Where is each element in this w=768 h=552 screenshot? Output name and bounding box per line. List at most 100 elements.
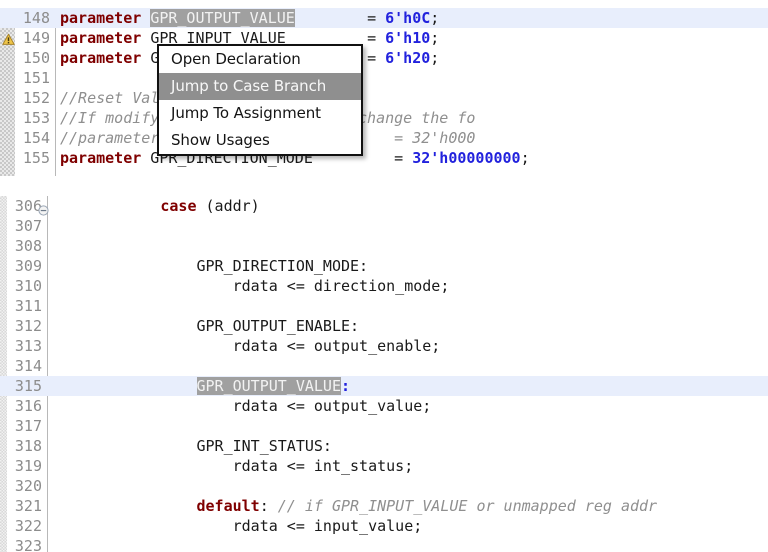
code-text: rdata <= direction_mode; — [52, 276, 450, 296]
code-text: rdata <= output_value; — [52, 396, 432, 416]
line-number: 315 — [14, 377, 42, 395]
code-token-plain — [52, 497, 197, 515]
line-number: 323 — [14, 537, 42, 552]
code-token-kw: default — [196, 497, 260, 515]
code-line[interactable]: 148 parameter GPR_OUTPUT_VALUE = 6'h0C; — [0, 8, 768, 28]
code-token-num: 6'h0C — [385, 9, 431, 27]
code-token-plain — [141, 49, 150, 67]
code-token-ident: GPR_INT_STATUS: — [196, 437, 332, 455]
code-token-kw: case — [160, 197, 197, 215]
code-token-ident: GPR_INPUT_VALUE — [150, 29, 286, 47]
code-token-plain: : — [259, 497, 278, 515]
code-token-plain: ; — [520, 149, 530, 167]
line-number: 310 — [14, 277, 42, 295]
code-line[interactable]: 321 default: // if GPR_INPUT_VALUE or un… — [0, 496, 768, 516]
warning-icon[interactable] — [2, 31, 15, 45]
code-line[interactable]: 317 — [0, 416, 768, 436]
code-fold-collapse-icon[interactable] — [38, 201, 49, 216]
code-line[interactable]: 319 rdata <= int_status; — [0, 456, 768, 476]
code-token-ident: rdata <= output_value; — [232, 397, 432, 415]
line-number: 155 — [22, 149, 50, 167]
code-token-plain — [52, 457, 233, 475]
code-line[interactable]: 154//parameter GPR_DIRECTION_MODE = 32'h… — [0, 128, 768, 148]
code-token-plain — [141, 9, 150, 27]
gutter-separator — [55, 8, 56, 176]
code-line[interactable]: 151 — [0, 68, 768, 88]
code-token-plain: ; — [430, 9, 440, 27]
code-line[interactable]: 309 GPR_DIRECTION_MODE: — [0, 256, 768, 276]
line-number: 153 — [22, 109, 50, 127]
code-token-plain: = — [367, 49, 386, 67]
code-token-plain — [52, 277, 233, 295]
line-number: 316 — [14, 397, 42, 415]
code-token-kw: parameter — [60, 29, 142, 47]
code-line[interactable]: 314 — [0, 356, 768, 376]
code-token-plain — [52, 377, 197, 395]
line-number: 314 — [14, 357, 42, 375]
menu-item-open-declaration[interactable]: Open Declaration — [171, 50, 301, 68]
line-number: 306 — [14, 197, 42, 215]
line-number: 313 — [14, 337, 42, 355]
code-line[interactable]: 323 — [0, 536, 768, 552]
code-token-ident: rdata <= direction_mode; — [232, 277, 450, 295]
code-line[interactable]: 306 case (addr) — [0, 196, 768, 216]
code-token-plain — [295, 9, 367, 27]
code-token-kw: parameter — [60, 49, 142, 67]
line-number: 311 — [14, 297, 42, 315]
line-number: 320 — [14, 477, 42, 495]
code-token-plain — [52, 337, 233, 355]
code-token-plain — [52, 437, 197, 455]
code-token-plain — [52, 257, 197, 275]
code-line[interactable]: 307 — [0, 216, 768, 236]
line-number: 312 — [14, 317, 42, 335]
code-token-plain: ; — [430, 49, 440, 67]
code-token-num: 6'h20 — [385, 49, 431, 67]
code-text: GPR_DIRECTION_MODE: — [52, 256, 369, 276]
code-text: default: // if GPR_INPUT_VALUE or unmapp… — [52, 496, 658, 516]
line-number: 148 — [22, 9, 50, 27]
code-text: rdata <= int_status; — [52, 456, 414, 476]
code-line[interactable]: 322 rdata <= input_value; — [0, 516, 768, 536]
code-token-occ: GPR_OUTPUT_VALUE — [150, 9, 295, 27]
code-token-plain — [52, 197, 160, 215]
code-line[interactable]: 316 rdata <= output_value; — [0, 396, 768, 416]
menu-item-jump-to-assignment[interactable]: Jump To Assignment — [171, 104, 321, 122]
code-token-kw: parameter — [60, 149, 142, 167]
code-token-ident: GPR_DIRECTION_MODE: — [196, 257, 369, 275]
code-text: parameter GPR_OUTPUT_VALUE = 6'h0C; — [60, 8, 439, 28]
annotation-strip — [0, 196, 7, 552]
menu-item-jump-to-case-branch[interactable]: Jump to Case Branch — [159, 73, 361, 100]
line-number: 317 — [14, 417, 42, 435]
code-token-num: 32'h00000000 — [412, 149, 521, 167]
line-number: 319 — [14, 457, 42, 475]
code-line[interactable]: 310 rdata <= direction_mode; — [0, 276, 768, 296]
code-line[interactable]: 152//Reset Values — [0, 88, 768, 108]
code-token-plain: = — [367, 29, 386, 47]
code-line[interactable]: 313 rdata <= output_enable; — [0, 336, 768, 356]
code-line[interactable]: 311 — [0, 296, 768, 316]
code-token-cmt: // if GPR_INPUT_VALUE or unmapped reg ad… — [277, 497, 658, 515]
line-number: 322 — [14, 517, 42, 535]
code-token-plain — [52, 517, 233, 535]
code-line[interactable]: 308 — [0, 236, 768, 256]
code-text: rdata <= output_enable; — [52, 336, 441, 356]
code-token-plain — [52, 317, 197, 335]
code-token-num: : — [341, 377, 351, 395]
line-number: 149 — [22, 29, 50, 47]
code-line[interactable]: 153//If modifying the reset values, chan… — [0, 108, 768, 128]
code-line[interactable]: 315 GPR_OUTPUT_VALUE: — [0, 376, 768, 396]
code-line[interactable]: 318 GPR_INT_STATUS: — [0, 436, 768, 456]
line-number: 308 — [14, 237, 42, 255]
code-line[interactable]: 320 — [0, 476, 768, 496]
menu-item-show-usages[interactable]: Show Usages — [171, 131, 270, 149]
line-number: 154 — [22, 129, 50, 147]
code-line[interactable]: 312 GPR_OUTPUT_ENABLE: — [0, 316, 768, 336]
